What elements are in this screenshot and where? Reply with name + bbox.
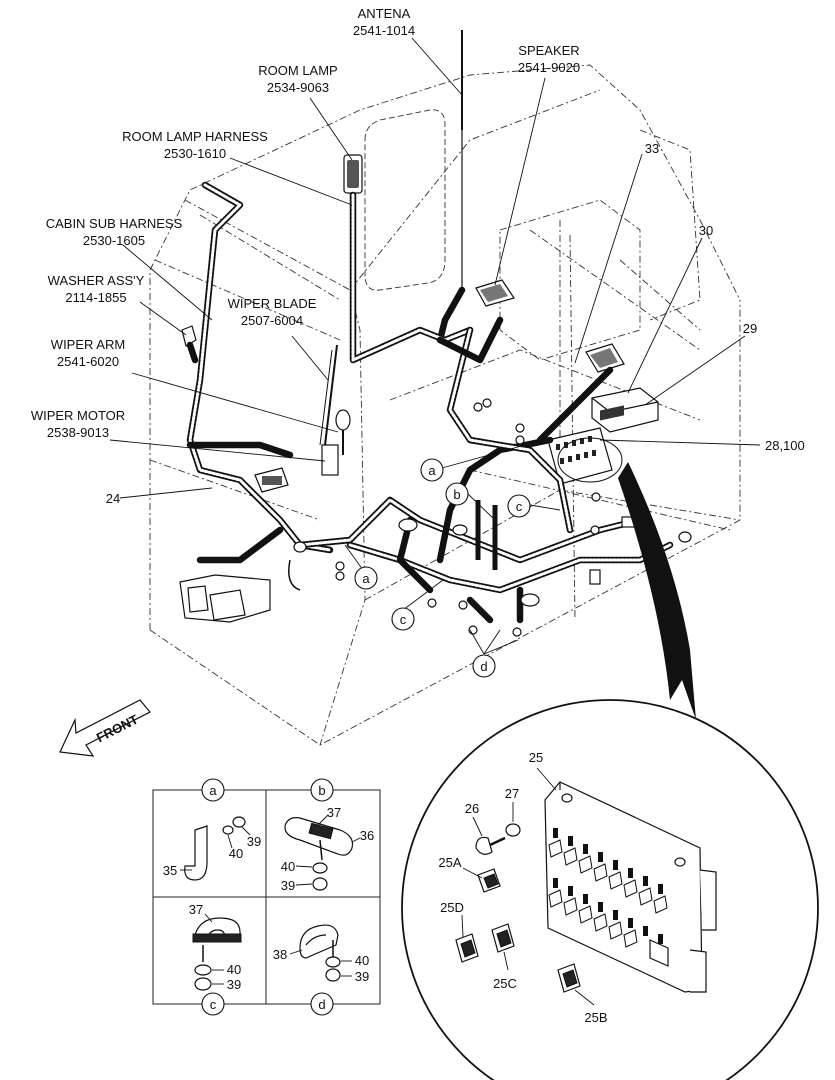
callout-b: b	[445, 482, 469, 506]
wiper-arm-label: WIPER ARM	[51, 337, 125, 352]
svg-text:b: b	[453, 487, 460, 502]
svg-text:c: c	[400, 612, 407, 627]
cab-outline	[149, 64, 741, 746]
callout-d: d	[472, 654, 496, 678]
speaker-label: SPEAKER	[518, 43, 579, 58]
antena-label: ANTENA	[358, 6, 411, 21]
detail-d-38: 38	[273, 947, 287, 962]
fuse-25: 25	[529, 750, 543, 765]
callout-24: 24	[106, 491, 120, 506]
speaker-upper	[475, 279, 515, 307]
detail-a-39: 39	[247, 834, 261, 849]
wiper-blade-label: WIPER BLADE	[228, 296, 317, 311]
fuse-box-small	[547, 427, 613, 485]
detail-a: a 35 40 39	[163, 778, 261, 881]
callout-28-100: 28,100	[765, 438, 805, 453]
svg-text:a: a	[362, 571, 370, 586]
detail-b-40: 40	[281, 859, 295, 874]
speaker-lower	[585, 343, 625, 373]
leader-lines	[109, 37, 761, 655]
antena-pn: 2541-1014	[353, 23, 415, 38]
detail-c-39: 39	[227, 977, 241, 992]
cabin-sub-harness-label: CABIN SUB HARNESS	[46, 216, 183, 231]
fuse-25B: 25B	[584, 1010, 607, 1025]
detail-b-36: 36	[360, 828, 374, 843]
room-lamp-pn: 2534-9063	[267, 80, 329, 95]
svg-text:c: c	[516, 499, 523, 514]
room-lamp-harness	[349, 191, 474, 364]
detail-d-39: 39	[355, 969, 369, 984]
cabin-sub-harness-pn: 2530-1605	[83, 233, 145, 248]
detail-b-37: 37	[327, 805, 341, 820]
cabin-sub-harness	[186, 181, 334, 564]
callout-a-2: a	[354, 566, 378, 590]
room-lamp	[343, 154, 363, 194]
fuse-box-zoom: 25 26 27 25A 25D 25C 25B	[401, 699, 819, 1080]
detail-b-39: 39	[281, 878, 295, 893]
wiper-arm-pn: 2541-6020	[57, 354, 119, 369]
svg-text:d: d	[318, 997, 325, 1012]
main-floor-harness	[296, 316, 674, 624]
detail-grid	[152, 789, 381, 1005]
detail-a-40: 40	[229, 846, 243, 861]
svg-text:a: a	[209, 783, 217, 798]
zoom-arrow	[557, 437, 696, 720]
callout-30: 30	[699, 223, 713, 238]
front-arrow: FRONT	[59, 699, 151, 757]
callout-c-2: c	[391, 607, 415, 631]
fuse-25C: 25C	[493, 976, 517, 991]
detail-c-37: 37	[189, 902, 203, 917]
detail-d-40: 40	[355, 953, 369, 968]
svg-text:b: b	[318, 783, 325, 798]
wiper-blade-pn: 2507-6004	[241, 313, 303, 328]
wiper-motor-label: WIPER MOTOR	[31, 408, 125, 423]
fuse-26: 26	[465, 801, 479, 816]
radio-unit	[591, 387, 659, 433]
fuse-25A: 25A	[438, 855, 461, 870]
detail-a-35: 35	[163, 863, 177, 878]
callout-a-1: a	[420, 458, 444, 482]
part-labels: ANTENA 2541-1014 SPEAKER 2541-9020 ROOM …	[31, 6, 805, 506]
wiper-motor-pn: 2538-9013	[47, 425, 109, 440]
nuts	[335, 398, 601, 637]
speaker-pn: 2541-9020	[518, 60, 580, 75]
callout-c-1: c	[507, 494, 531, 518]
detail-c: c 37 40 39	[189, 902, 242, 1016]
fuse-25D: 25D	[440, 900, 464, 915]
wiper-assembly	[319, 344, 351, 476]
washer-pn: 2114-1855	[65, 290, 126, 305]
room-lamp-harness-pn: 2530-1610	[164, 146, 226, 161]
antenna	[436, 30, 466, 344]
room-lamp-harness-label: ROOM LAMP HARNESS	[122, 129, 268, 144]
callout-29: 29	[743, 321, 757, 336]
detail-c-40: 40	[227, 962, 241, 977]
room-lamp-label: ROOM LAMP	[258, 63, 337, 78]
floor-duct	[179, 559, 301, 623]
svg-text:d: d	[480, 659, 487, 674]
relay-module	[254, 467, 289, 493]
detail-b: b 37 36 40 39	[281, 778, 374, 893]
svg-text:a: a	[428, 463, 436, 478]
fuse-27: 27	[505, 786, 519, 801]
washer-assy	[181, 325, 199, 364]
detail-d: d 38 40 39	[273, 924, 369, 1016]
svg-text:c: c	[210, 997, 217, 1012]
washer-label: WASHER ASS'Y	[48, 273, 145, 288]
callout-33: 33	[645, 141, 659, 156]
grommets	[293, 516, 692, 607]
